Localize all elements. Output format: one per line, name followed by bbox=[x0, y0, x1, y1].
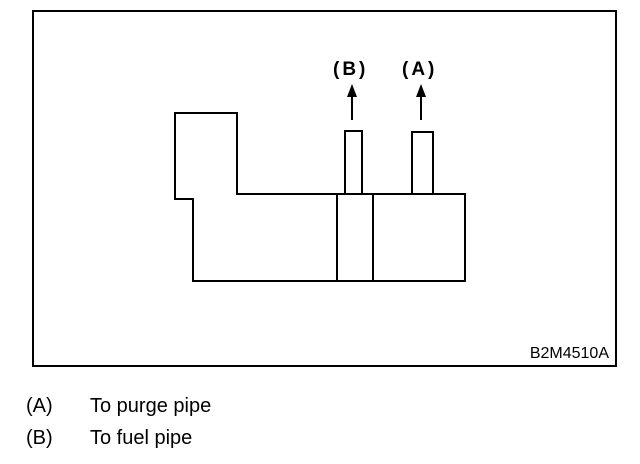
fuel-pipe-nipple bbox=[344, 130, 363, 195]
purge-pipe-nipple bbox=[411, 131, 434, 195]
legend-text: To purge pipe bbox=[90, 395, 212, 417]
diagram: (B) (A) B2M4510A bbox=[32, 10, 617, 367]
diagram-border bbox=[32, 10, 617, 367]
callout-b: (B) bbox=[333, 59, 368, 80]
legend-text: To fuel pipe bbox=[90, 427, 193, 449]
legend-item-purge-pipe: (A) To purge pipe bbox=[26, 394, 211, 418]
component-body bbox=[174, 112, 466, 282]
arrow-a-head bbox=[416, 84, 426, 97]
callout-a: (A) bbox=[402, 59, 437, 80]
legend-key: (B) bbox=[26, 427, 53, 449]
legend-item-fuel-pipe: (B) To fuel pipe bbox=[26, 426, 192, 450]
arrow-b-head bbox=[347, 84, 357, 97]
legend-key: (A) bbox=[26, 395, 53, 417]
figure-code: B2M4510A bbox=[530, 345, 609, 362]
